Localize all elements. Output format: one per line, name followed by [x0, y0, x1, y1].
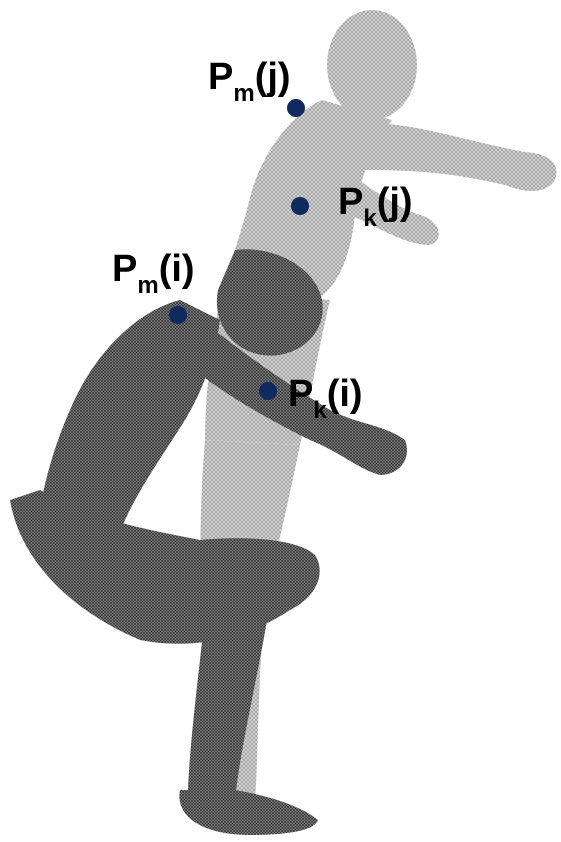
label-pm-i-sub: m: [137, 272, 158, 299]
keypoint-pm-i: [169, 306, 187, 324]
label-pk-j-arg: (j): [377, 181, 413, 223]
label-pm-j-sub: m: [233, 80, 254, 107]
label-pm-j: Pm(j): [208, 58, 291, 96]
keypoint-pk-j: [291, 197, 309, 215]
keypoint-pk-i: [259, 382, 277, 400]
front-human-model: [10, 249, 407, 835]
label-pk-j-main: P: [338, 181, 363, 223]
label-pk-i: Pk(i): [288, 375, 363, 413]
label-pk-i-sub: k: [313, 397, 326, 424]
label-pm-j-arg: (j): [255, 56, 291, 98]
label-pk-i-main: P: [288, 373, 313, 415]
label-pm-i-arg: (i): [159, 248, 195, 290]
label-pk-i-arg: (i): [327, 373, 363, 415]
label-pm-i: Pm(i): [112, 250, 195, 288]
label-pm-j-main: P: [208, 56, 233, 98]
label-pk-j: Pk(j): [338, 183, 413, 221]
label-pm-i-main: P: [112, 248, 137, 290]
keypoint-pm-j: [287, 99, 305, 117]
label-pk-j-sub: k: [363, 205, 376, 232]
